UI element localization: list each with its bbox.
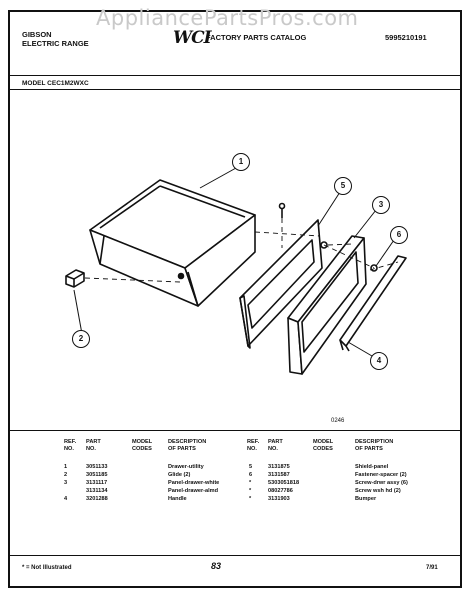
header-rule (10, 75, 462, 76)
page-frame (8, 10, 462, 588)
product-type: ELECTRIC RANGE (22, 39, 89, 48)
glide-part (65, 269, 85, 288)
figure-code: 0246 (331, 418, 345, 424)
callout-6: 6 (390, 226, 408, 244)
assembly-lines (84, 218, 399, 283)
model-rule (10, 89, 462, 90)
handle-part (339, 255, 407, 352)
wci-logo: WCI (173, 28, 212, 48)
screw-part (278, 202, 286, 218)
catalog-number: 5995210191 (385, 33, 427, 42)
catalog-title: FACTORY PARTS CATALOG (206, 33, 307, 42)
shield-panel-part (239, 219, 323, 349)
watermark: AppliancePartsPros.com (96, 6, 359, 30)
brand-name: GIBSON (22, 30, 52, 39)
callout-3: 3 (372, 196, 390, 214)
footnote: * = Not Illustrated (22, 565, 72, 571)
panel-drawer-part (287, 235, 367, 375)
page-number: 83 (211, 561, 222, 571)
callout-1: 1 (232, 153, 250, 171)
model-label: MODEL CEC1M2WXC (22, 80, 89, 87)
header-ref-no: REF.NO. (64, 439, 77, 452)
drawer-utility-part (89, 179, 256, 307)
table-top-rule (10, 430, 462, 431)
footer-rule (10, 555, 462, 556)
header-ref-no-right: REF.NO. (247, 439, 260, 452)
leader-lines (73, 167, 395, 357)
callout-5: 5 (334, 177, 352, 195)
callout-4: 4 (370, 352, 388, 370)
callout-2: 2 (72, 330, 90, 348)
revision-date: 7/91 (426, 565, 438, 571)
